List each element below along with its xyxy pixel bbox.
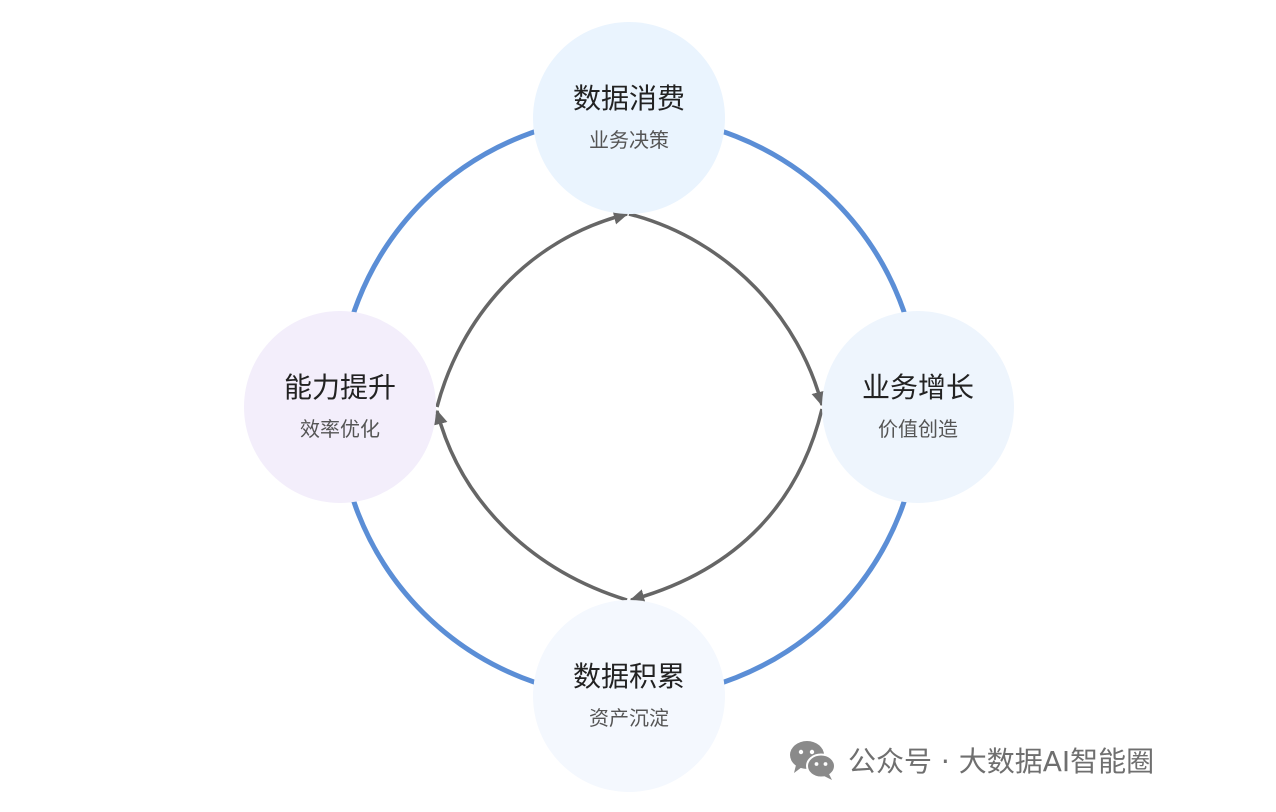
node-data-accumulation: 数据积累 资产沉淀 (533, 600, 725, 792)
node-capability-improvement: 能力提升 效率优化 (244, 311, 436, 503)
node-circle (533, 22, 725, 214)
node-circle (244, 311, 436, 503)
node-circle (822, 311, 1014, 503)
node-title: 数据积累 (573, 660, 685, 693)
node-title: 数据消费 (573, 82, 685, 115)
node-subtitle: 业务决策 (589, 128, 669, 152)
node-title: 能力提升 (284, 371, 396, 404)
arrow-right-to-bottom (629, 408, 824, 604)
watermark: 公众号 · 大数据AI智能圈 (788, 738, 1154, 782)
node-subtitle: 价值创造 (878, 417, 958, 441)
watermark-text: 公众号 · 大数据AI智能圈 (848, 745, 1155, 778)
arrow-bottom-to-left (433, 409, 628, 602)
node-subtitle: 资产沉淀 (589, 706, 669, 730)
node-business-growth: 业务增长 价值创造 (822, 311, 1014, 503)
arrow-left-to-top (435, 210, 629, 408)
wechat-icon (790, 741, 836, 780)
arrow-top-to-right (628, 212, 826, 407)
node-title: 业务增长 (862, 371, 974, 404)
node-data-consumption: 数据消费 业务决策 (533, 22, 725, 214)
node-subtitle: 效率优化 (300, 417, 380, 441)
node-circle (533, 600, 725, 792)
